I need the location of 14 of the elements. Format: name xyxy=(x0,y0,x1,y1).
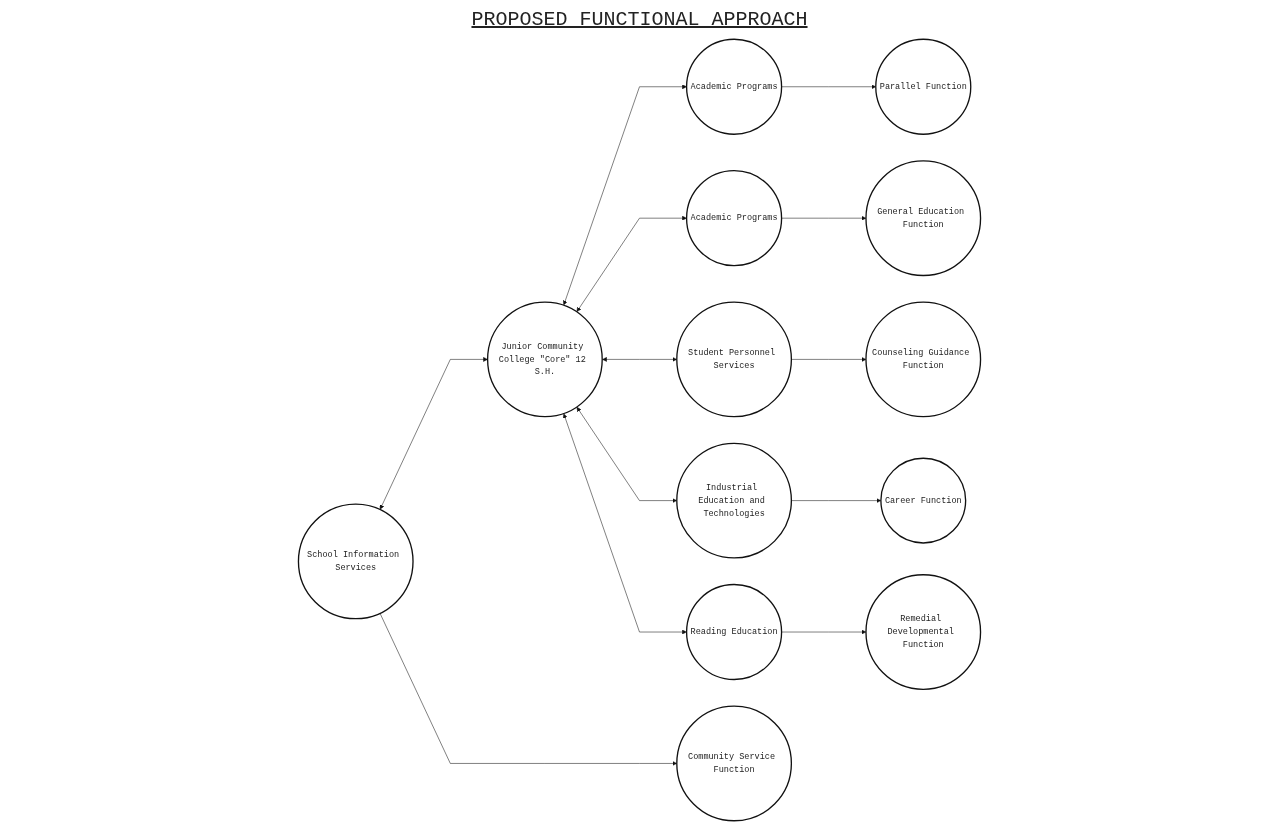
node-circle: Academic Programs xyxy=(685,38,783,135)
node-circle: Junior Community College "Core" 12 S.H. xyxy=(486,301,603,418)
node-circle: General Education Function xyxy=(865,160,982,277)
node-circle: Parallel Function xyxy=(875,38,972,135)
node-circle: Academic Programs xyxy=(685,170,783,267)
node-circle: Reading Education xyxy=(685,583,783,681)
diagram-title: PROPOSED FUNCTIONAL APPROACH xyxy=(470,8,809,31)
node-circle: School Information Services xyxy=(297,503,414,620)
node-circle: Student Personnel Services xyxy=(676,301,793,418)
node-circle: Industrial Education and Technologies xyxy=(676,442,793,559)
node-circle: Remedial Developmental Function xyxy=(865,574,982,690)
node-circle: Counseling Guidance Function xyxy=(865,301,982,418)
node-circle: Career Function xyxy=(880,457,967,544)
node-circle: Community Service Function xyxy=(676,705,793,822)
